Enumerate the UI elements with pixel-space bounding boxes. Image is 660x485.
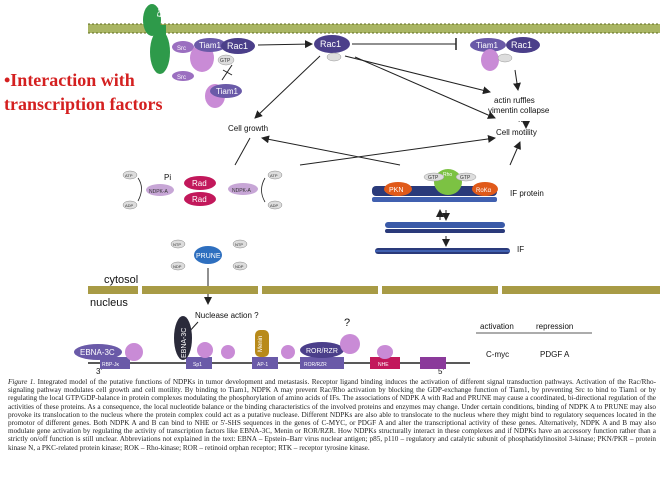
cell-growth-label: Cell growth bbox=[228, 124, 268, 133]
if-protein-label: IF protein bbox=[510, 189, 544, 198]
rac1-label-complex: Rac1 bbox=[227, 41, 248, 51]
nm23-label-left: NDPK-A bbox=[149, 189, 169, 195]
arrow-rad-motility bbox=[299, 134, 496, 166]
arrow-rac1-motility bbox=[354, 56, 496, 119]
rad-module: Pi ATP ADP NDPK-A Rad Rad NDPK-A ATP ADP bbox=[122, 170, 283, 210]
pi-label: Pi bbox=[164, 173, 171, 182]
menin-label: Menin bbox=[258, 336, 264, 352]
if-label: IF bbox=[517, 245, 524, 254]
activation-header: activation bbox=[480, 322, 514, 331]
gtp-label-rok: GTP bbox=[460, 175, 471, 181]
ndp-label-right: NDP bbox=[235, 264, 244, 269]
rok-label: RoKα bbox=[476, 188, 492, 194]
caption-text: Integrated model of the putative functio… bbox=[8, 378, 656, 452]
arrow-growth-rad bbox=[234, 137, 251, 166]
nuclease-action-label: Nuclease action ? bbox=[195, 311, 259, 320]
rad-label-top: Rad bbox=[192, 179, 207, 188]
three-prime-label: 3' bbox=[96, 367, 102, 376]
gtp-label-complex: GTP bbox=[220, 58, 231, 64]
slide-heading: •Interaction with transcription factors bbox=[4, 70, 163, 114]
arrow-rac1-growth bbox=[254, 55, 321, 119]
if-filament-2 bbox=[375, 248, 510, 254]
vimentin-collapse-label: vimentin collapse bbox=[488, 106, 550, 115]
arrow-rac1-actin bbox=[344, 55, 491, 95]
src-tiam1-inhibited: Src Tiam1 bbox=[172, 64, 242, 108]
cell-motility-label: Cell motility bbox=[496, 128, 537, 137]
arrow-if-motility bbox=[509, 141, 521, 166]
ebna3c-label: EBNA-3C bbox=[80, 348, 115, 357]
receptor-complex: Src Tiam1 Rac1 GTP bbox=[172, 38, 255, 72]
c-myc-label: C-myc bbox=[486, 350, 509, 359]
ebna3c-factor: EBNA-3C bbox=[74, 343, 143, 361]
rac1-label-center: Rac1 bbox=[320, 39, 341, 49]
site-sp1: Sp1 bbox=[193, 362, 202, 368]
src-label-lower: Src bbox=[177, 75, 186, 81]
ebna3c-vertical-label: EBNA-3C bbox=[181, 328, 188, 358]
plasma-membrane bbox=[88, 23, 660, 34]
site-rbpjk: RBP-Jκ bbox=[102, 362, 119, 368]
nuclear-membrane bbox=[88, 286, 660, 294]
ndpk-small-factors bbox=[221, 345, 393, 359]
prune-label: PRUNE bbox=[196, 253, 221, 260]
figure-caption: Figure 1. Integrated model of the putati… bbox=[8, 378, 656, 476]
gtp-label-pkn: GTP bbox=[428, 175, 439, 181]
site-nhe: NHE bbox=[378, 362, 389, 368]
ror-rzr-label: ROR/RZR bbox=[306, 348, 338, 355]
dna-promoter: 3' 5' RBP-Jκ Sp1 AP-1 ROR/RZR NHE bbox=[88, 357, 470, 376]
rho-label: Rho bbox=[443, 172, 452, 178]
tiam1-rac1-right: Tiam1 Rac1 bbox=[470, 37, 540, 71]
repression-header: repression bbox=[536, 322, 573, 331]
ellipsis-label: ... bbox=[518, 115, 525, 124]
ntp-label-right: NTP bbox=[235, 242, 243, 247]
if-filament-1 bbox=[385, 222, 505, 233]
site-ap1: AP-1 bbox=[257, 362, 268, 368]
tiam1-label-complex: Tiam1 bbox=[199, 41, 221, 50]
arrow-rac-actin-right bbox=[513, 69, 521, 91]
ror-rzr-factor: ROR/RZR ? bbox=[300, 317, 360, 358]
atp-label-rad-top: ATP bbox=[125, 173, 133, 178]
if-protein-complex: PKN Rho GTP GTP RoKα IF protein bbox=[372, 169, 544, 202]
tiam1-label-lower: Tiam1 bbox=[216, 87, 238, 96]
rad-label-bottom: Rad bbox=[192, 195, 207, 204]
nm23-label-right: NDPK-A bbox=[232, 188, 252, 194]
rac1-label-right: Rac1 bbox=[511, 40, 532, 50]
pdgf-a-label: PDGF A bbox=[540, 350, 570, 359]
tiam1-label-right: Tiam1 bbox=[476, 41, 498, 50]
actin-ruffles-label: actin ruffles bbox=[494, 96, 535, 105]
five-prime-label: 5' bbox=[438, 367, 444, 376]
arrow-if-growth bbox=[261, 135, 401, 166]
nucleus-label: nucleus bbox=[90, 297, 128, 309]
prune-module: NTP NDP PRUNE NTP NDP bbox=[170, 239, 248, 271]
site-ror-rzr: ROR/RZR bbox=[304, 362, 327, 368]
caption-figure-label: Figure 1. bbox=[8, 378, 36, 386]
adp-label-rad-right: ADP bbox=[270, 203, 279, 208]
activation-repression-table: activation repression C-myc PDGF A bbox=[476, 322, 592, 359]
ebna3c-vertical-factor: EBNA-3C bbox=[174, 316, 213, 360]
question-mark: ? bbox=[344, 317, 350, 329]
src-label: Src bbox=[177, 46, 186, 52]
cytosol-label: cytosol bbox=[104, 274, 138, 286]
rac1-center: Rac1 bbox=[314, 35, 350, 62]
arrow-to-rac1 bbox=[257, 40, 313, 49]
ntp-label-top: NTP bbox=[173, 242, 181, 247]
adp-label-rad-bottom: ADP bbox=[125, 203, 134, 208]
rtk-receptor: RTK bbox=[143, 0, 170, 74]
ndp-label-bottom: NDP bbox=[173, 264, 182, 269]
pkn-label: PKN bbox=[389, 187, 403, 194]
rtk-label: RTK bbox=[155, 0, 168, 18]
atp-label-rad-right: ATP bbox=[270, 173, 278, 178]
menin-factor: Menin bbox=[255, 330, 269, 357]
